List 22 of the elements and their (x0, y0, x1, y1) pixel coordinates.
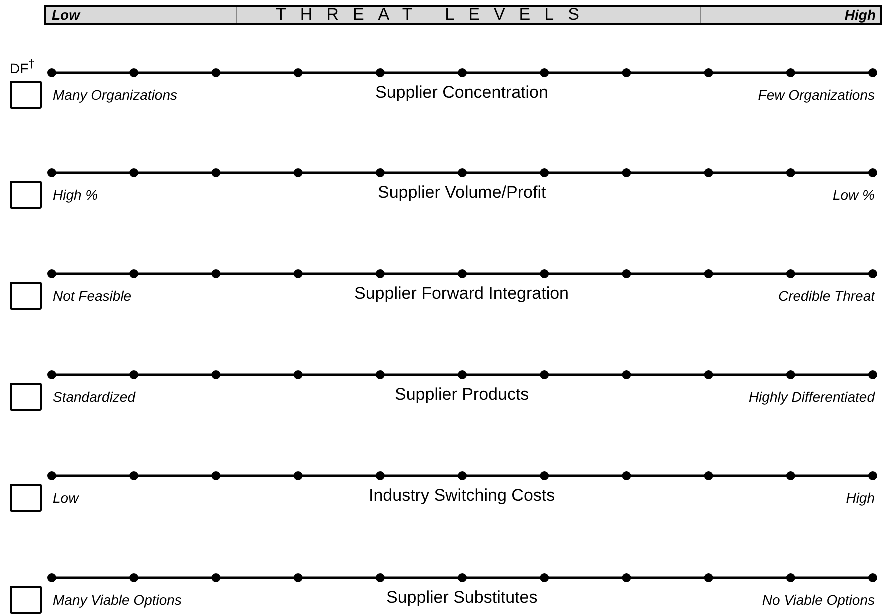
scale-end-label: Highly Differentiated (748, 389, 875, 405)
scale-end-label: Low % (832, 187, 875, 203)
scale-end-label: Few Organizations (758, 87, 875, 103)
scale-end-label: Credible Threat (778, 288, 875, 304)
factor-label: Supplier Concentration (376, 83, 548, 103)
scale-end-label: No Viable Options (762, 592, 875, 608)
factor-label: Supplier Forward Integration (354, 284, 570, 304)
factor-label: Supplier Products (395, 385, 530, 405)
factor-label: Supplier Substitutes (386, 588, 538, 608)
factor-label: Industry Switching Costs (369, 486, 556, 506)
scale-end-label: High (846, 490, 875, 506)
scale-end-label: Many Viable Options (53, 592, 182, 608)
column-heading: DF$^{†}$ (10, 58, 36, 77)
scale-end-label: Many Organizations (53, 87, 178, 103)
scale-end-label: Not Feasible (53, 288, 132, 304)
scale-end-label: Standardized (53, 389, 136, 405)
scale-end-label: Low (52, 7, 80, 23)
scale-end-label: Low (53, 490, 79, 506)
scale-end-label: High % (53, 187, 98, 203)
scale-title: THREAT LEVELS (276, 7, 594, 23)
factor-label: Supplier Volume/Profit (378, 183, 546, 203)
scale-end-label: High (844, 7, 876, 23)
